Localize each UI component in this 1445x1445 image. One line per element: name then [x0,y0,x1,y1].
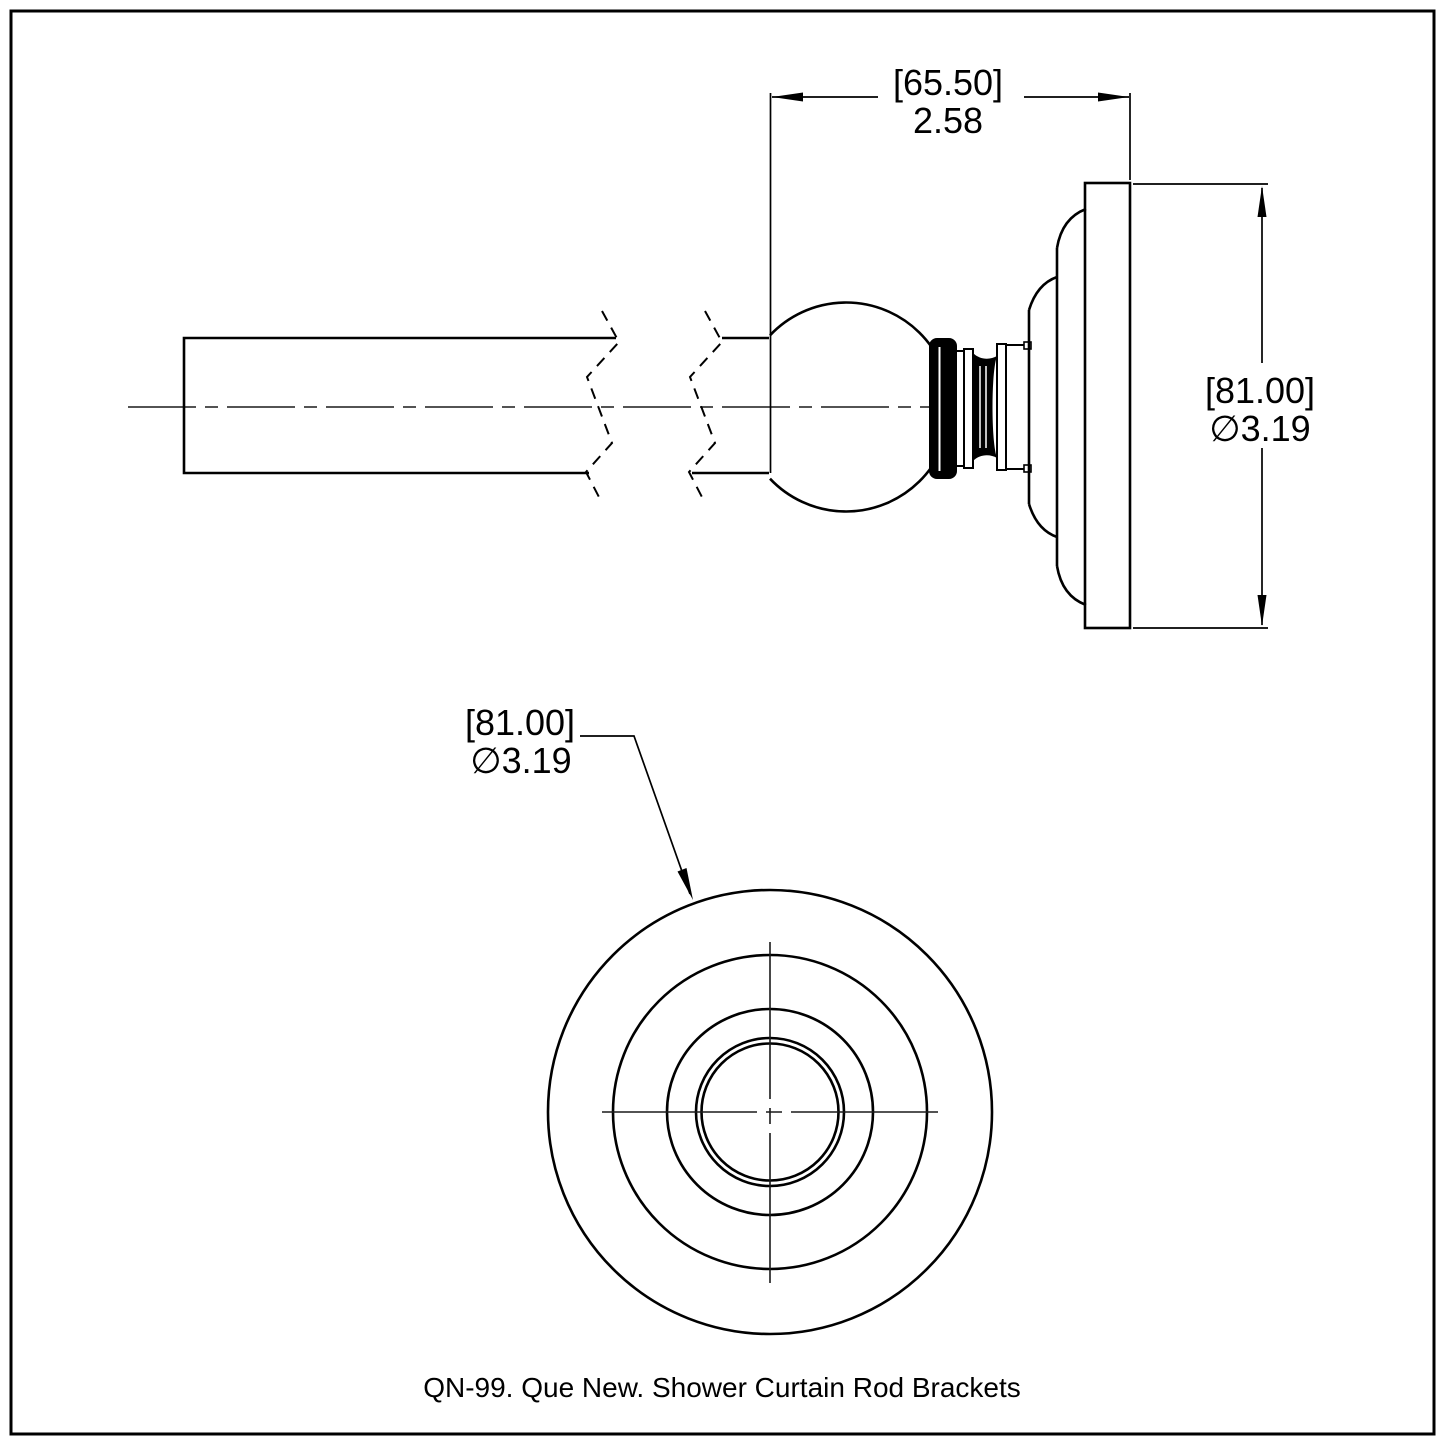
side-diameter-dimension: [81.00] ∅3.19 [1133,183,1315,629]
front-diameter-dimension: [81.00] ∅3.19 [465,702,693,900]
finial-washer-2 [963,348,974,469]
finial-ring-dark [929,338,957,479]
dim-arrow-down-icon [1257,595,1267,626]
finial-stack [929,338,1032,479]
width-dim-mm: [65.50] [893,62,1003,103]
finial-washer-1 [955,350,965,467]
drawing-border [9,9,1436,1436]
side-dia-in: ∅3.19 [1209,408,1310,449]
finial-spool-highlight [979,366,987,448]
drawing-caption: QN-99. Que New. Shower Curtain Rod Brack… [423,1372,1021,1403]
break-lines [584,310,724,502]
finial-washer-3 [996,343,1007,471]
front-view: [81.00] ∅3.19 [465,702,994,1336]
side-view: [65.50] 2.58 [81.00] ∅3.19 [128,62,1315,630]
collar-notch-bottom [1023,464,1032,473]
leader-line [580,735,691,895]
front-dia-in: ∅3.19 [470,740,571,781]
finial-collar [1005,344,1030,470]
width-dim-in: 2.58 [913,100,983,141]
finial-spool-dark [973,353,997,461]
side-dia-mm: [81.00] [1205,370,1315,411]
flange-bell [1027,207,1087,607]
dim-arrow-up-icon [1257,186,1267,217]
front-crosshair-centerlines [602,942,938,1283]
dim-arrow-right-icon [1098,92,1129,102]
leader-arrow-icon [677,868,693,900]
dim-arrow-left-icon [772,92,803,102]
front-dia-mm: [81.00] [465,702,575,743]
wall-plate [1083,181,1132,630]
rod-outline [182,336,769,475]
width-dimension: [65.50] 2.58 [772,62,1131,180]
collar-notch-top [1023,341,1032,350]
flange-outer-circle [546,888,994,1336]
